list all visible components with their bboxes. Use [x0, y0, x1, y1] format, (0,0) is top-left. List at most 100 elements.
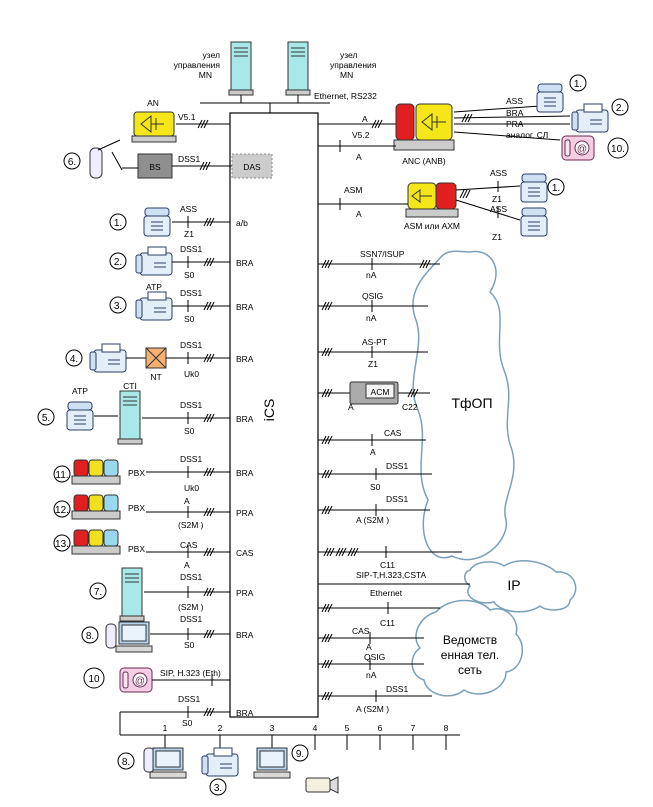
- acm-a: A: [348, 402, 354, 412]
- rl7-bottom: SIP-T,H.323,CSTA: [356, 570, 427, 580]
- bs-box-label: BS: [149, 162, 161, 172]
- r4-num: 4.: [70, 354, 78, 365]
- bus-isdn-phone-icon: [201, 747, 239, 777]
- r2-num: 2.: [114, 257, 122, 268]
- pstn-label: ТфОП: [451, 395, 492, 411]
- r5-bottom: S0: [184, 426, 195, 436]
- ip-cloud: [464, 560, 577, 613]
- r13-top: CAS: [180, 540, 198, 550]
- right-link-dss1-s2m: [318, 504, 430, 516]
- r13-bottom: A: [184, 560, 190, 570]
- rl0-bottom: nA: [366, 270, 377, 280]
- r1-num: 1.: [114, 218, 122, 229]
- dept-l1: Ведомств: [443, 633, 497, 647]
- anc-a2: A: [356, 152, 362, 162]
- rl-port: BRA: [236, 708, 254, 718]
- mn-left-line2: управления: [174, 60, 221, 70]
- pbx-icon: [71, 459, 121, 485]
- rl11-top: DSS1: [386, 684, 408, 694]
- r5-cti: CTI: [123, 381, 137, 391]
- bus-pc-icon: [253, 747, 291, 779]
- r3-dev: ATP: [146, 282, 162, 292]
- r10-link: SIP, H.323 (Eth): [160, 668, 221, 678]
- r5-top: DSS1: [180, 400, 202, 410]
- acm-label: ACM: [371, 387, 390, 397]
- r2-top: DSS1: [180, 244, 202, 254]
- anc-ass: ASS: [506, 96, 523, 106]
- mn-server-right-icon: [285, 41, 311, 96]
- bs-link: DSS1: [178, 154, 200, 164]
- r4-top: DSS1: [180, 340, 202, 350]
- right-link-c11-sip: [318, 546, 462, 558]
- acm-c22: C22: [402, 402, 418, 412]
- bus-num-2: 2: [218, 723, 223, 733]
- r7-num: 7.: [94, 587, 102, 598]
- r7-port: PRA: [236, 588, 254, 598]
- rl6-bottom: A (S2M ): [356, 515, 389, 525]
- r13-pbx: PBX: [128, 544, 145, 554]
- bus-n9: 9.: [296, 749, 304, 760]
- right-link-aspt: [318, 346, 428, 358]
- pbx-icon: [71, 529, 121, 555]
- isdn-phone-icon: [135, 246, 173, 276]
- right-link-acm: [318, 388, 430, 398]
- r5-port: BRA: [236, 414, 254, 424]
- rl4-top: CAS: [384, 428, 402, 438]
- anc-v52: V5.2: [352, 130, 370, 140]
- right-link-ethernet: [318, 583, 470, 614]
- das-label: DAS: [243, 162, 261, 172]
- bus-num-5: 5: [345, 723, 350, 733]
- mn-left-line1: узел: [203, 50, 220, 60]
- asm-phone-icon: [520, 173, 548, 203]
- rl5-bottom: S0: [370, 482, 381, 492]
- anc-ip-phone-icon: [561, 135, 595, 161]
- ics-label: iCS: [261, 399, 277, 422]
- rl1-bottom: nA: [366, 313, 377, 323]
- dept-cloud: [411, 599, 524, 697]
- rl4-bottom: A: [370, 447, 376, 457]
- right-link-cas2: [318, 632, 424, 644]
- r11-port: BRA: [236, 468, 254, 478]
- anc-analog: аналог. СЛ: [506, 130, 548, 140]
- dept-l2: енная тел.: [441, 648, 499, 662]
- r3-port: BRA: [236, 302, 254, 312]
- r11-pbx: PBX: [128, 468, 145, 478]
- anc-isdn-phone-icon: [571, 103, 609, 133]
- anc-bra: BRA: [506, 108, 524, 118]
- bus-num-3: 3: [270, 723, 275, 733]
- das-box: [231, 153, 273, 179]
- rl-bottom: S0: [182, 718, 193, 728]
- rl10-bottom: nA: [366, 670, 377, 680]
- r11-top: DSS1: [180, 454, 202, 464]
- r8-bottom: S0: [184, 640, 195, 650]
- pc-phone-icon: [115, 621, 153, 653]
- right-link-dss1-s0: [318, 468, 432, 480]
- bus-num-6: 6: [378, 723, 383, 733]
- pbx-icon: [71, 494, 121, 520]
- cti-server-icon: [117, 390, 143, 445]
- rl11-bottom: A (S2M ): [356, 704, 389, 714]
- mn-server-left-icon: [228, 41, 254, 96]
- r2-bottom: S0: [184, 270, 195, 280]
- anc-pra: PRA: [506, 119, 524, 129]
- r4-port: BRA: [236, 354, 254, 364]
- dept-l3: сеть: [458, 663, 482, 677]
- r11-num: 11.: [55, 470, 68, 481]
- anc-label: ANC (ANB): [402, 156, 446, 166]
- rl9-top: CAS: [352, 626, 370, 636]
- r3-num: 3.: [114, 301, 122, 312]
- asm-ass2: ASS: [490, 204, 507, 214]
- ics-block: [229, 112, 319, 718]
- rl10-top: QSIG: [364, 652, 385, 662]
- r2-port: BRA: [236, 258, 254, 268]
- bus-num-4: 4: [313, 723, 318, 733]
- bs-box: [137, 153, 173, 179]
- bus-num-7: 7: [411, 723, 416, 733]
- r4-nt: NT: [150, 372, 161, 382]
- anc-n2: 2.: [616, 103, 624, 114]
- right-link-ssn7: [318, 258, 440, 270]
- asm-ass1: ASS: [490, 168, 507, 178]
- mn-right-line3: MN: [340, 70, 353, 80]
- atp-phone-icon: [135, 291, 173, 321]
- pstn-cloud: [412, 250, 515, 561]
